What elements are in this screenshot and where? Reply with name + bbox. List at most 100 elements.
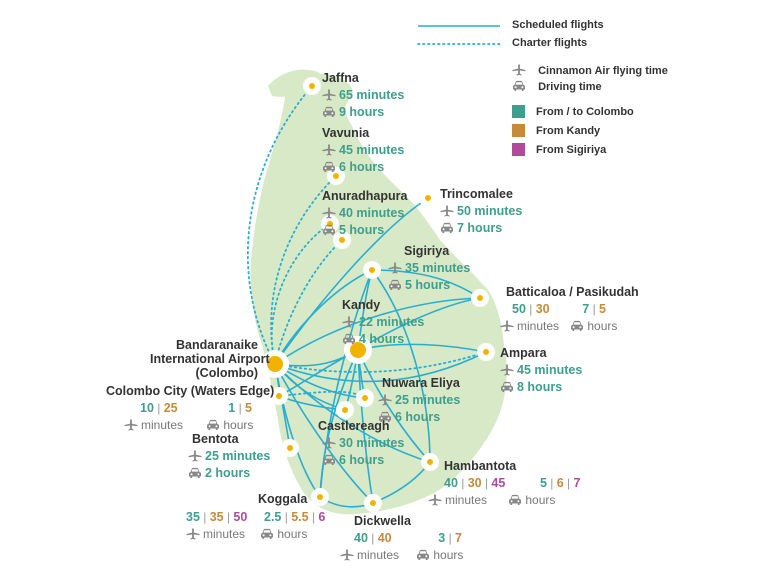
legend-flying-label: Cinnamon Air flying time bbox=[538, 65, 668, 77]
hambantota-drive-colombo: 5 bbox=[540, 476, 547, 490]
castlereagh-drive: 6 hours bbox=[339, 453, 385, 467]
sigiriya-name: Sigiriya bbox=[404, 244, 450, 258]
legend-from-colombo-label: From / to Colombo bbox=[536, 106, 634, 118]
koggala-drive-kandy: 5.5 bbox=[291, 510, 309, 524]
vavunia-name: Vavunia bbox=[322, 126, 370, 140]
dickwella-fly-unit: minutes bbox=[357, 548, 400, 562]
batticaloa-drive-unit: hours bbox=[587, 319, 618, 333]
marker-kandy-hub bbox=[344, 336, 372, 364]
label-nuwara-eliya: Nuwara Eliya 25 minutes 6 hours bbox=[378, 376, 460, 427]
legend-flying: Cinnamon Air flying time bbox=[512, 64, 668, 77]
marker-bentota bbox=[281, 439, 299, 457]
marker-bia-hub bbox=[261, 350, 289, 378]
kandy-drive: 4 hours bbox=[359, 332, 405, 346]
koggala-drive-sigiriya: 6 bbox=[318, 510, 326, 524]
hambantota-fly-colombo: 40 bbox=[444, 476, 458, 490]
plane-icon bbox=[500, 364, 514, 376]
nuwara-eliya-drive: 6 hours bbox=[395, 410, 441, 424]
plane-icon bbox=[500, 320, 514, 332]
plane-icon bbox=[322, 89, 336, 101]
castlereagh-fly: 30 minutes bbox=[339, 436, 405, 450]
dickwella-fly-kandy: 40 bbox=[377, 531, 392, 545]
marker-batticaloa bbox=[471, 289, 489, 307]
label-dickwella: Dickwella 40 | 40 3 | 7 minutes hours bbox=[340, 514, 463, 565]
legend-sigiriya-swatch bbox=[512, 143, 525, 156]
trincomalee-name: Trincomalee bbox=[440, 187, 513, 201]
koggala-name: Koggala bbox=[258, 492, 308, 506]
ampara-drive: 8 hours bbox=[517, 380, 563, 394]
legend-from-kandy-label: From Kandy bbox=[536, 125, 601, 137]
car-icon bbox=[512, 80, 526, 92]
batticaloa-drive-colombo: 7 bbox=[582, 302, 590, 316]
dickwella-fly-colombo: 40 bbox=[354, 531, 368, 545]
plane-icon bbox=[188, 450, 202, 462]
label-bentota: Bentota 25 minutes 2 hours bbox=[188, 432, 270, 483]
anuradhapura-drive: 5 hours bbox=[339, 223, 385, 237]
label-castlereagh: Castlereagh 30 minutes 6 hours bbox=[318, 419, 404, 470]
ampara-fly: 45 minutes bbox=[517, 363, 583, 377]
marker-ampara bbox=[477, 343, 495, 361]
batticaloa-name: Batticaloa / Pasikudah bbox=[506, 285, 639, 299]
ampara-name: Ampara bbox=[500, 346, 547, 360]
car-icon bbox=[570, 320, 584, 332]
koggala-drive-unit: hours bbox=[277, 527, 308, 541]
marker-nuwara-eliya bbox=[356, 389, 374, 407]
plane-icon bbox=[186, 528, 200, 540]
car-icon bbox=[322, 106, 336, 118]
car-icon bbox=[322, 224, 336, 236]
plane-icon bbox=[440, 205, 454, 217]
legend-scheduled-label: Scheduled flights bbox=[512, 19, 604, 31]
koggala-fly-unit: minutes bbox=[203, 527, 246, 541]
car-icon bbox=[342, 333, 356, 345]
label-jaffna: Jaffna 65 minutes 9 hours bbox=[322, 71, 404, 122]
batticaloa-fly-kandy: 30 bbox=[535, 302, 550, 316]
hambantota-drive-unit: hours bbox=[525, 493, 556, 507]
sri-lanka-landmass bbox=[250, 73, 507, 515]
plane-icon bbox=[428, 494, 442, 506]
dickwella-drive-colombo: 3 bbox=[438, 531, 446, 545]
nuwara-eliya-fly: 25 minutes bbox=[395, 393, 461, 407]
marker-castlereagh bbox=[336, 401, 354, 419]
plane-icon bbox=[342, 316, 356, 328]
label-trincomalee: Trincomalee 50 minutes 7 hours bbox=[440, 187, 522, 238]
bentota-drive: 2 hours bbox=[205, 466, 251, 480]
koggala-fly-colombo: 35 bbox=[186, 510, 200, 524]
label-kandy: Kandy 22 minutes 4 hours bbox=[342, 298, 424, 349]
bia-name-1: Bandaranaike bbox=[176, 338, 258, 352]
marker-trincomalee bbox=[419, 189, 437, 207]
car-icon bbox=[388, 279, 402, 291]
koggala-fly-kandy: 35 bbox=[209, 510, 224, 524]
legend-driving: Driving time bbox=[512, 80, 602, 93]
colombo-city-drive-unit: hours bbox=[223, 418, 254, 432]
legend-from-sigiriya-label: From Sigiriya bbox=[536, 144, 607, 156]
marker-koggala bbox=[311, 488, 329, 506]
kandy-name: Kandy bbox=[342, 298, 381, 312]
dickwella-drive-unit: hours bbox=[433, 548, 464, 562]
jaffna-fly: 65 minutes bbox=[339, 88, 405, 102]
car-icon bbox=[260, 528, 274, 540]
castlereagh-name: Castlereagh bbox=[318, 419, 390, 433]
batticaloa-fly-colombo: 50 bbox=[512, 302, 526, 316]
plane-icon bbox=[378, 394, 392, 406]
label-sigiriya: Sigiriya 35 minutes 5 hours bbox=[388, 244, 470, 295]
sigiriya-fly: 35 minutes bbox=[405, 261, 471, 275]
legend-driving-label: Driving time bbox=[538, 81, 602, 93]
batticaloa-fly-unit: minutes bbox=[517, 319, 560, 333]
car-icon bbox=[500, 381, 514, 393]
marker-jaffna bbox=[303, 77, 321, 95]
legend-kandy-swatch bbox=[512, 124, 525, 137]
vavunia-fly: 45 minutes bbox=[339, 143, 405, 157]
hambantota-name: Hambantota bbox=[444, 459, 517, 473]
airport-markers bbox=[261, 77, 495, 512]
koggala-drive-colombo: 2.5 bbox=[264, 510, 282, 524]
anuradhapura-name: Anuradhapura bbox=[322, 189, 408, 203]
plane-icon bbox=[340, 549, 354, 561]
label-colombo-city: Colombo City (Waters Edge) 10 | 25 1 | 5… bbox=[106, 384, 275, 432]
bia-name-3: (Colombo) bbox=[195, 366, 258, 380]
kandy-fly: 22 minutes bbox=[359, 315, 425, 329]
colombo-city-name: Colombo City (Waters Edge) bbox=[106, 384, 275, 398]
car-icon bbox=[322, 161, 336, 173]
legend-charter-label: Charter flights bbox=[512, 37, 588, 49]
marker-hambantota bbox=[421, 453, 439, 471]
car-icon bbox=[206, 419, 220, 431]
